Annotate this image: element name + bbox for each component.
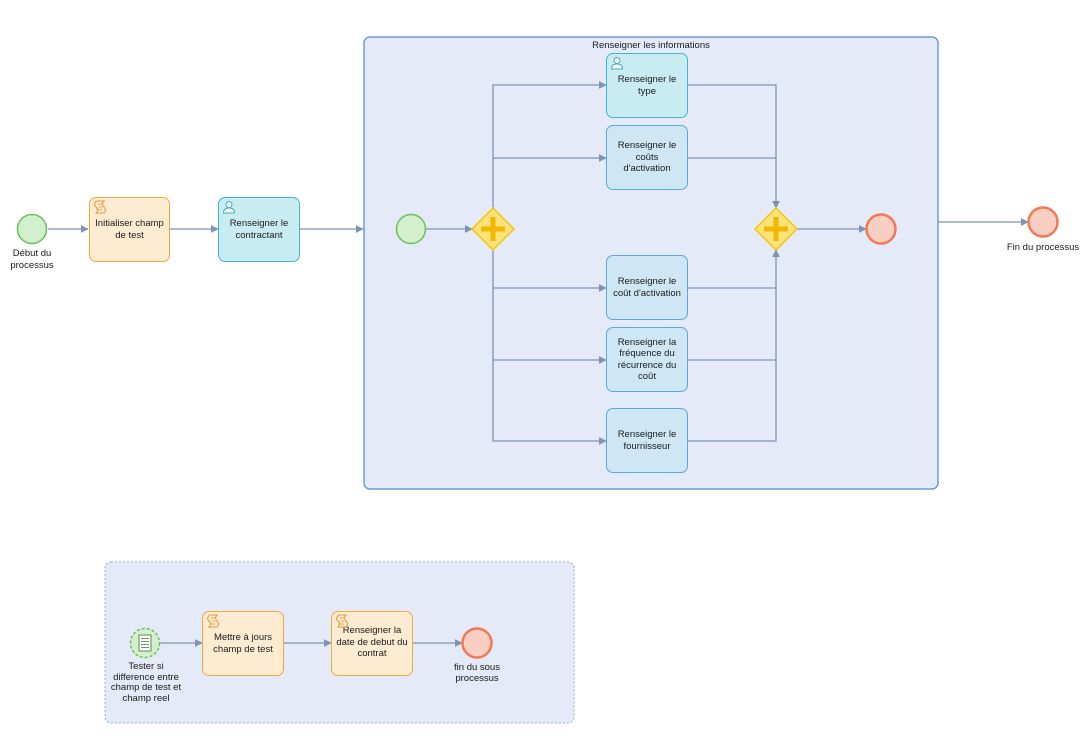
task-label: Renseigner la date de debut du contrat	[336, 625, 408, 659]
subprocess-title: Renseigner les informations	[592, 40, 710, 51]
plus-icon	[481, 217, 505, 241]
task-init-test-field[interactable]: Initialiser champ de test	[89, 197, 170, 262]
task-label: Renseigner le fournisseur	[617, 429, 677, 452]
task-label: Renseigner le coût d'activation	[613, 276, 681, 299]
task-set-type[interactable]: Renseigner le type	[606, 53, 688, 118]
flow-split-to-type	[492, 81, 607, 208]
task-set-activation-costs[interactable]: Renseigner le coûts d'activation	[606, 125, 688, 190]
subprocess-sequence-flows	[426, 81, 867, 445]
subprocess-start-event[interactable]	[395, 213, 427, 245]
parallel-join-gateway[interactable]	[753, 206, 799, 252]
process-end-label: Fin du processus	[1006, 242, 1080, 253]
plus-icon	[764, 217, 788, 241]
task-set-activation-cost[interactable]: Renseigner le coût d'activation	[606, 255, 688, 320]
process-start-event[interactable]	[16, 213, 48, 245]
script-icon	[207, 614, 219, 628]
event-subprocess-end-label: fin du sous processus	[454, 662, 500, 684]
task-label: Mettre à jours champ de test	[213, 632, 273, 655]
task-update-test-field[interactable]: Mettre à jours champ de test	[202, 611, 284, 676]
task-set-supplier[interactable]: Renseigner le fournisseur	[606, 408, 688, 473]
process-end-event[interactable]	[1027, 206, 1059, 238]
task-label: Renseigner le coûts d'activation	[617, 140, 677, 175]
conditional-start-label: Tester si difference entre champ de test…	[110, 661, 182, 704]
process-start-label: Début du processus	[10, 248, 54, 271]
conditional-start-event[interactable]	[129, 627, 161, 659]
user-icon	[222, 201, 236, 214]
flow-type-to-join	[688, 84, 780, 209]
subprocess-end-event[interactable]	[865, 213, 897, 245]
task-set-frequency[interactable]: Renseigner la fréquence du récurrence du…	[606, 327, 688, 392]
task-label: Renseigner le contractant	[229, 218, 289, 241]
event-subprocess-end-event[interactable]	[461, 627, 493, 659]
task-label: Initialiser champ de test	[95, 218, 164, 241]
task-set-contractor[interactable]: Renseigner le contractant	[218, 197, 300, 262]
script-icon	[94, 200, 106, 214]
parallel-split-gateway[interactable]	[470, 206, 516, 252]
task-label: Renseigner le type	[617, 74, 677, 97]
user-icon	[610, 57, 624, 70]
flow-supplier-to-join	[688, 249, 780, 442]
condition-icon	[138, 634, 152, 652]
task-label: Renseigner la fréquence du récurrence du…	[617, 336, 677, 383]
task-set-contract-start-date[interactable]: Renseigner la date de debut du contrat	[331, 611, 413, 676]
flow-split-to-supplier	[492, 360, 607, 445]
main-sequence-flows	[48, 218, 1029, 233]
script-icon	[336, 614, 348, 628]
